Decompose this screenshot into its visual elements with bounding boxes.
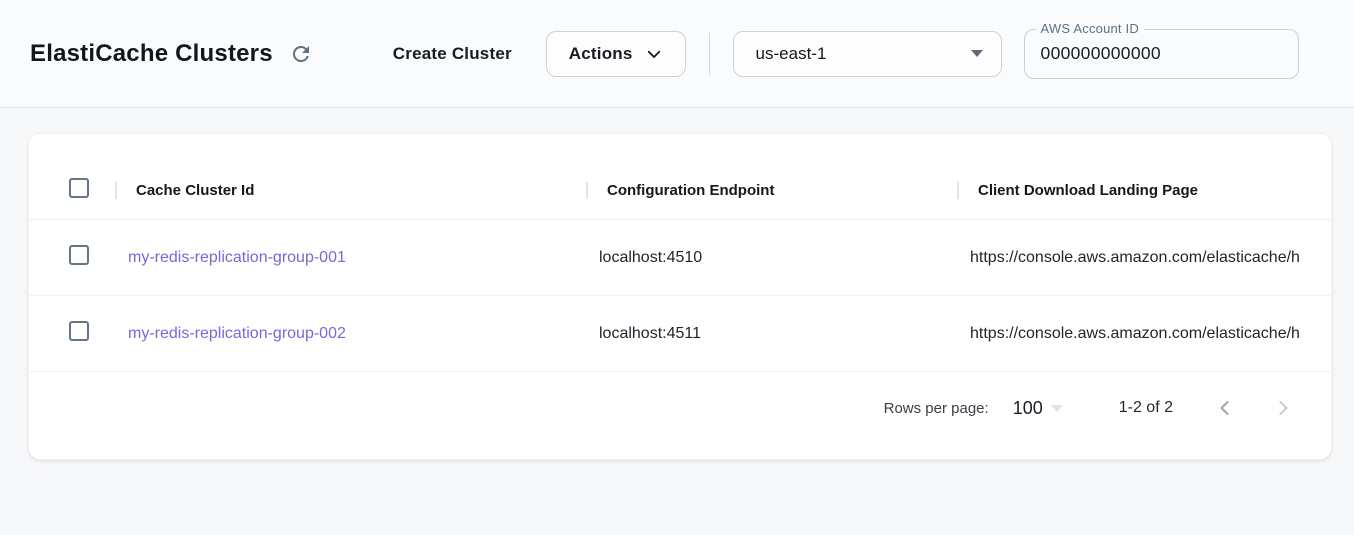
clusters-table-card: Cache Cluster Id Configuration Endpoint … [28, 133, 1332, 460]
page-title: ElastiCache Clusters [30, 39, 273, 67]
toolbar-divider [708, 32, 710, 75]
column-separator [957, 182, 959, 199]
row-checkbox[interactable] [69, 245, 89, 265]
dropdown-caret-icon [1050, 404, 1063, 412]
main-content: Cache Cluster Id Configuration Endpoint … [0, 108, 1354, 460]
actions-button-label: Actions [568, 43, 633, 63]
configuration-endpoint-cell: localhost:4510 [599, 248, 703, 266]
aws-account-id-label: AWS Account ID [1035, 20, 1144, 36]
chevron-left-icon [1213, 396, 1237, 420]
rows-per-page-label: Rows per page: [883, 399, 989, 417]
next-page-button[interactable] [1263, 388, 1303, 428]
cache-cluster-id-cell: my-redis-replication-group-002 [115, 325, 586, 343]
pagination-range-label: 1-2 of 2 [1118, 399, 1173, 416]
cluster-link[interactable]: my-redis-replication-group-001 [128, 248, 346, 266]
region-select[interactable]: us-east-1 [732, 30, 1002, 77]
client-download-landing-page-cell: https://console.aws.amazon.com/elasticac… [970, 248, 1300, 266]
table-row: my-redis-replication-group-002 localhost… [29, 296, 1331, 372]
client-download-landing-page-cell: https://console.aws.amazon.com/elasticac… [970, 324, 1300, 342]
column-separator [115, 182, 117, 199]
pagination-bar: Rows per page: 100 1-2 of 2 [29, 372, 1331, 444]
toolbar: ElastiCache Clusters Create Cluster Acti… [0, 0, 1354, 108]
aws-account-id-input[interactable] [1040, 43, 1282, 64]
row-select-cell [29, 245, 115, 270]
rows-per-page-value: 100 [1012, 397, 1043, 418]
column-header-configuration-endpoint[interactable]: Configuration Endpoint [586, 182, 957, 199]
cluster-link[interactable]: my-redis-replication-group-002 [128, 324, 346, 342]
column-separator [586, 182, 588, 199]
refresh-icon [289, 42, 313, 66]
dropdown-caret-icon [970, 50, 983, 57]
table-header-row: Cache Cluster Id Configuration Endpoint … [29, 162, 1331, 220]
refresh-button[interactable] [287, 40, 315, 68]
column-header-client-download-landing-page[interactable]: Client Download Landing Page [957, 182, 1331, 199]
select-all-checkbox[interactable] [69, 178, 89, 198]
create-cluster-button[interactable]: Create Cluster [392, 43, 512, 63]
configuration-endpoint-cell: localhost:4511 [599, 324, 701, 342]
row-select-cell [29, 321, 115, 346]
chevron-down-icon [645, 45, 663, 63]
rows-per-page-select[interactable]: 100 [1013, 398, 1063, 419]
chevron-right-icon [1271, 396, 1295, 420]
region-select-value: us-east-1 [755, 43, 827, 63]
cache-cluster-id-cell: my-redis-replication-group-001 [115, 249, 586, 267]
select-all-cell [29, 178, 115, 203]
previous-page-button[interactable] [1205, 388, 1245, 428]
table-row: my-redis-replication-group-001 localhost… [29, 220, 1331, 296]
column-header-cache-cluster-id[interactable]: Cache Cluster Id [115, 182, 586, 199]
row-checkbox[interactable] [69, 321, 89, 341]
actions-button[interactable]: Actions [545, 30, 686, 77]
aws-account-id-field: AWS Account ID [1023, 20, 1299, 79]
